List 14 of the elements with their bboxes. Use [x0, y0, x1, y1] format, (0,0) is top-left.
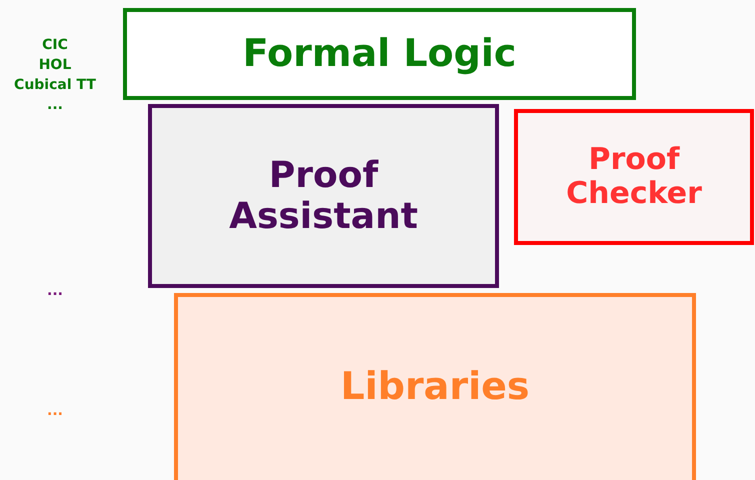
side-list-item: CIC [41, 36, 69, 54]
proof-assistant-box [148, 104, 499, 288]
side-list-item: ... [46, 282, 64, 300]
side-list-item: HOL [38, 56, 72, 74]
libraries-box [174, 293, 696, 480]
box-title: Formal Logic [242, 32, 516, 76]
box-title: Proof Assistant [228, 154, 419, 238]
box-title: Proof Checker [565, 142, 703, 212]
box-title: Libraries [340, 365, 530, 409]
side-list-item: Cubical TT [13, 76, 97, 94]
formal-logic-box [123, 8, 636, 100]
side-list-item: ... [46, 96, 64, 114]
side-list-item: ... [46, 402, 64, 420]
proof-checker-box [514, 109, 754, 245]
